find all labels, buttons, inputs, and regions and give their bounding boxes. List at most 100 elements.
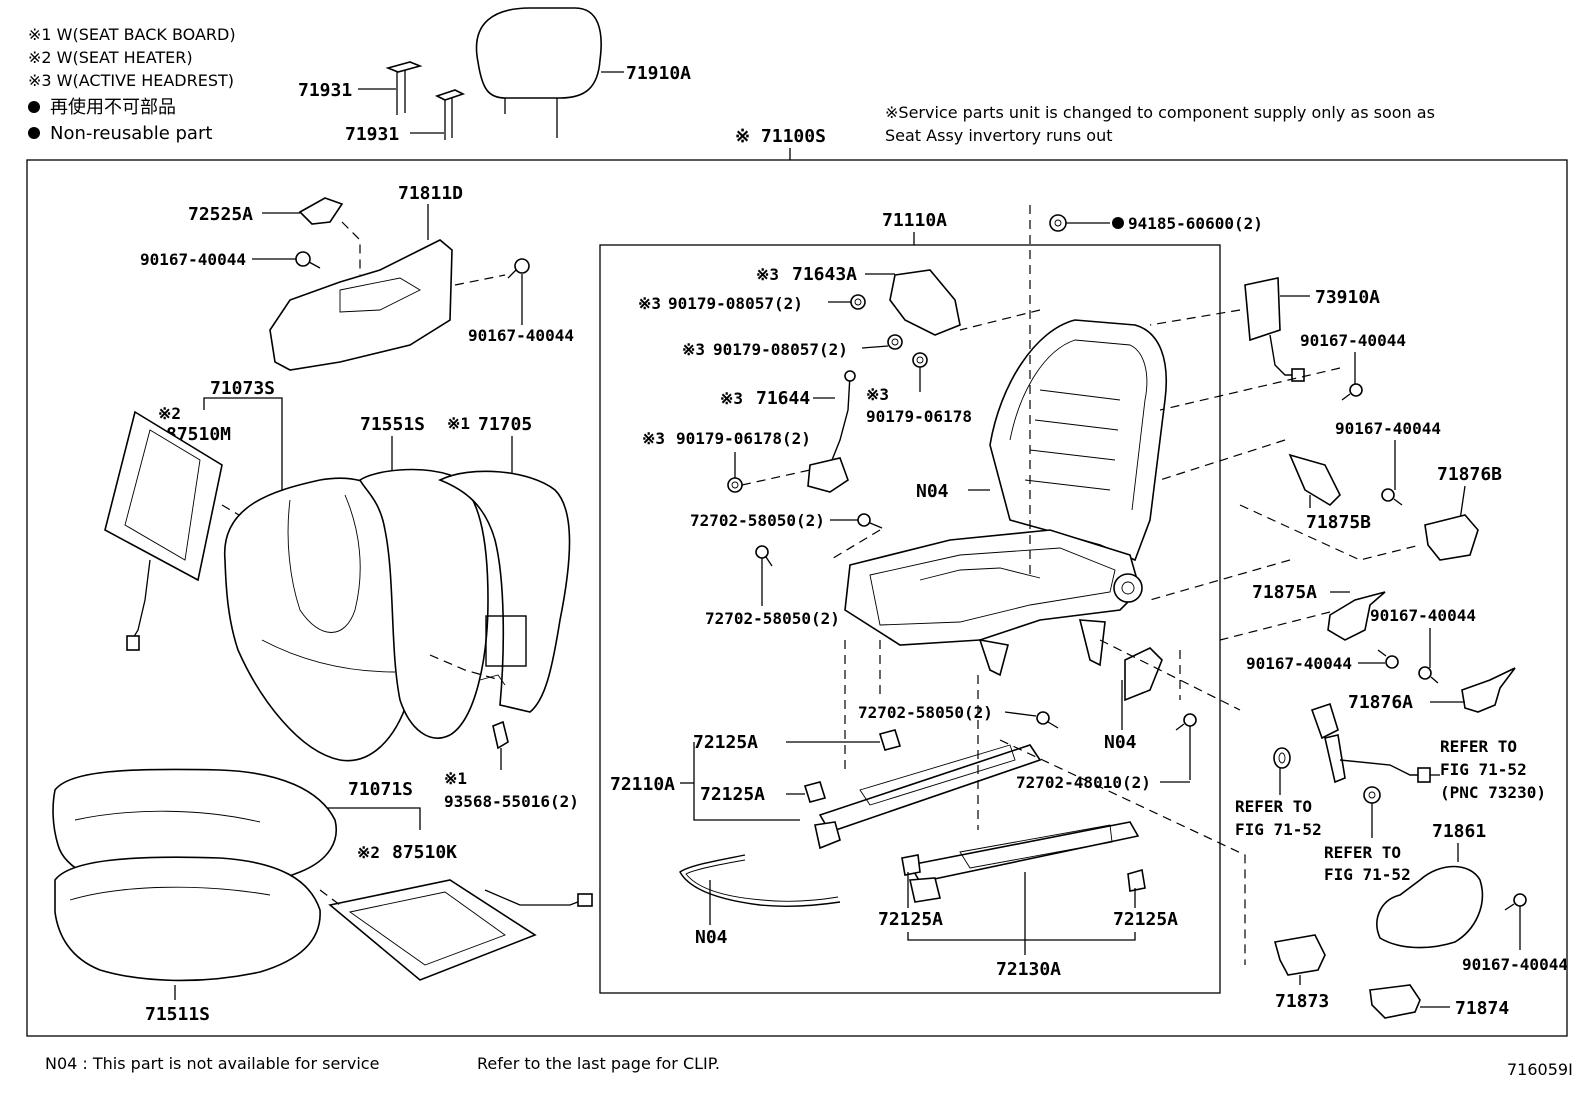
label-71643A: 71643A	[792, 264, 857, 285]
cover-71876A-illustration	[1461, 667, 1516, 713]
cover-71861-illustration	[1376, 865, 1484, 949]
label-71705-mark: ※1	[447, 414, 470, 433]
label-71551S: 71551S	[360, 414, 425, 435]
label-71861: 71861	[1432, 821, 1486, 842]
bolt-icon	[857, 513, 883, 529]
non-reusable-dot-icon	[28, 127, 40, 139]
label-90179-06178-2-mark: ※3	[642, 429, 665, 448]
refer-to-3: REFER TO	[1324, 843, 1401, 862]
refer-fig-1: FIG 71-52	[1440, 760, 1527, 779]
screw-icon	[295, 251, 321, 269]
seat-back-heater-87510M-illustration	[104, 410, 223, 582]
seat-belt-buckle-illustration	[1310, 702, 1431, 784]
label-N04-b: N04	[695, 927, 728, 948]
label-71931-a: 71931	[298, 80, 352, 101]
legend: ※1 W(SEAT BACK BOARD) ※2 W(SEAT HEATER) …	[28, 25, 236, 144]
label-73910A: 73910A	[1315, 287, 1380, 308]
assembly-label: ※ 71100S	[735, 126, 826, 147]
label-72125A-c: 72125A	[878, 909, 943, 930]
label-71876A: 71876A	[1348, 692, 1413, 713]
label-71873: 71873	[1275, 991, 1329, 1012]
label-71705: 71705	[478, 414, 532, 435]
clip-icon	[803, 781, 827, 803]
refer-fig-3: FIG 71-52	[1324, 865, 1411, 884]
label-71875B: 71875B	[1306, 512, 1371, 533]
side-cover-71811D-illustration	[269, 239, 453, 371]
refer-to-2: REFER TO	[1235, 797, 1312, 816]
screw-icon	[1504, 893, 1527, 911]
nut-icon	[912, 352, 928, 368]
refer-pnc-1: (PNC 73230)	[1440, 783, 1546, 802]
label-90179-08057-b: 90179-08057(2)	[713, 340, 848, 359]
screw-icon	[1341, 383, 1363, 401]
label-90179-08057-a-mark: ※3	[638, 294, 661, 313]
label-90179-08057-a: 90179-08057(2)	[668, 294, 803, 313]
clip-icon	[1273, 747, 1291, 769]
label-90167-40044-a: 90167-40044	[140, 250, 246, 269]
nut-icon	[1363, 786, 1381, 804]
label-71875A: 71875A	[1252, 582, 1317, 603]
label-71931-b: 71931	[345, 124, 399, 145]
legend-non-reusable-en: Non-reusable part	[50, 123, 212, 144]
label-90167-40044-d: 90167-40044	[1335, 419, 1441, 438]
clip-icon	[1127, 868, 1146, 892]
label-90167-40044-b: 90167-40044	[468, 326, 574, 345]
clip-icon	[901, 854, 921, 876]
label-71876B: 71876B	[1437, 464, 1502, 485]
label-90167-40044-g: 90167-40044	[1462, 955, 1568, 974]
legend-seat-back-board: ※1 W(SEAT BACK BOARD)	[28, 25, 236, 44]
label-71073S: 71073S	[210, 378, 275, 399]
label-71874: 71874	[1455, 998, 1509, 1019]
label-72125A-d: 72125A	[1113, 909, 1178, 930]
wire-N04-illustration	[679, 854, 841, 907]
seat-cushion-pad-71511S-illustration	[54, 856, 321, 982]
label-87510K-mark: ※2	[357, 843, 380, 862]
cover-71876B-illustration	[1424, 514, 1479, 561]
label-72702-48010: 72702-48010(2)	[1016, 773, 1151, 792]
clip-icon	[878, 729, 902, 751]
label-72130A: 72130A	[996, 959, 1061, 980]
nut-icon	[850, 294, 866, 310]
cover-71875B-illustration	[1288, 453, 1341, 507]
label-71644-mark: ※3	[720, 389, 743, 408]
label-93568-mark: ※1	[444, 769, 467, 788]
seat-frame-illustration	[844, 319, 1167, 677]
bolt-icon	[1036, 711, 1059, 729]
label-90179-06178-2: 90179-06178(2)	[676, 429, 811, 448]
label-72702-58050-c: 72702-58050(2)	[858, 703, 993, 722]
footer-clip-note: Refer to the last page for CLIP.	[477, 1054, 720, 1073]
label-94185-60600: 94185-60600(2)	[1128, 214, 1263, 233]
label-71071S: 71071S	[348, 779, 413, 800]
active-headrest-cable-71644-illustration	[807, 457, 849, 493]
clip-72525A-illustration	[298, 197, 344, 225]
legend-non-reusable-jp: 再使用不可部品	[50, 97, 176, 118]
screw-icon	[1377, 649, 1399, 669]
label-93568-55016: 93568-55016(2)	[444, 792, 579, 811]
label-90167-40044-c: 90167-40044	[1300, 331, 1406, 350]
bracket-N04-illustration	[1124, 647, 1163, 702]
seat-track-72130A-illustration	[908, 821, 1140, 883]
refer-fig-2: FIG 71-52	[1235, 820, 1322, 839]
service-note-line1: ※Service parts unit is changed to compon…	[885, 103, 1435, 122]
legend-seat-heater: ※2 W(SEAT HEATER)	[28, 48, 193, 67]
screw-icon	[507, 258, 530, 279]
service-note-line2: Seat Assy invertory runs out	[885, 126, 1113, 145]
label-90179-06178-mark: ※3	[866, 385, 889, 404]
label-87510M: 87510M	[166, 424, 231, 445]
label-71110A: 71110A	[882, 210, 947, 231]
label-87510K: 87510K	[392, 842, 457, 863]
label-72702-58050-b: 72702-58050(2)	[705, 609, 840, 628]
switch-73910A-illustration	[1244, 277, 1281, 342]
label-72525A: 72525A	[188, 204, 253, 225]
headrest-bracket-71643A-illustration	[889, 269, 961, 336]
label-72125A-b: 72125A	[700, 784, 765, 805]
screw-icon	[1418, 666, 1439, 684]
clip-71873-illustration	[1273, 934, 1326, 976]
seat-track-72110A-illustration	[818, 744, 1042, 833]
seat-back-board-71705-illustration	[438, 470, 571, 713]
label-N04-a: N04	[916, 481, 949, 502]
label-71910A: 71910A	[626, 63, 691, 84]
headrest-guide-illustration	[358, 61, 466, 140]
figure-id: 716059I	[1507, 1060, 1573, 1079]
